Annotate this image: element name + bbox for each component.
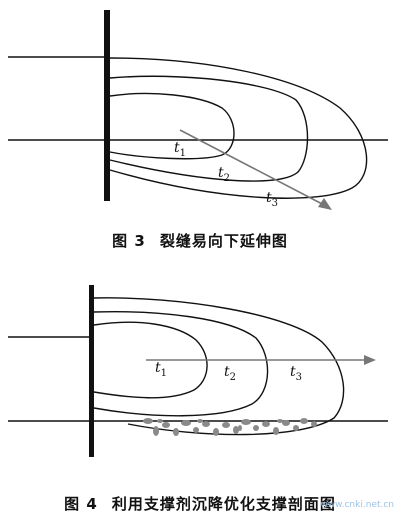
figure-4-caption: 图 4 利用支撑剂沉降优化支撑剖面图	[0, 493, 400, 514]
proppant-grain	[262, 421, 270, 427]
watermark-text: www.cnki.net.cn	[320, 500, 394, 510]
proppant-grain	[197, 419, 203, 423]
proppant-grain	[253, 425, 259, 431]
proppant-grain	[143, 418, 153, 424]
proppant-grain	[193, 427, 199, 433]
fig4-label-t2: t2	[224, 364, 236, 383]
proppant-grain	[213, 428, 219, 436]
fig3-wellbore	[104, 10, 110, 201]
figure-4-diagram: t1 t2 t3	[8, 285, 388, 457]
proppant-grain	[233, 426, 239, 434]
proppant-grain	[282, 420, 290, 426]
figure-4-title: 利用支撑剂沉降优化支撑剖面图	[111, 495, 336, 513]
fig4-contour-t2	[93, 311, 269, 417]
proppant-grain	[202, 421, 210, 427]
proppant-grain	[311, 421, 317, 427]
proppant-grain	[153, 426, 159, 436]
fig3-contour-t2	[109, 75, 309, 182]
fig4-arrowhead	[364, 355, 376, 365]
proppant-grain	[238, 425, 242, 431]
figure-4-number: 图 4	[64, 495, 98, 513]
fig3-label-t3: t3	[266, 190, 278, 209]
fig4-contour-t1	[93, 321, 208, 399]
fig3-contour-t1	[109, 92, 235, 160]
figure-3-title: 裂缝易向下延伸图	[159, 232, 288, 250]
fig4-label-t1: t1	[155, 360, 167, 379]
figure-3-number: 图 3	[112, 232, 146, 250]
fig4-contour-t3	[93, 297, 345, 436]
proppant-grain	[173, 428, 179, 436]
proppant-grain	[300, 418, 308, 424]
fig4-wellbore	[89, 285, 94, 457]
proppant-grain	[162, 422, 170, 428]
figure-3-diagram: t1 t2 t3	[8, 10, 388, 210]
proppant-grain	[293, 425, 299, 431]
proppant-grain	[241, 419, 251, 425]
proppant-grain	[157, 419, 163, 423]
fig4-label-t3: t3	[290, 364, 302, 383]
proppant-grain	[277, 419, 283, 423]
figure-3-caption: 图 3 裂缝易向下延伸图	[0, 230, 400, 251]
proppant-grain	[181, 420, 191, 426]
proppant-settled-bed	[143, 418, 317, 436]
fig3-contour-t3	[109, 57, 368, 199]
proppant-grain	[222, 422, 230, 428]
fig3-label-t2: t2	[218, 165, 230, 184]
fig3-growth-arrow	[179, 129, 327, 207]
proppant-grain	[273, 427, 279, 435]
fig3-arrowhead	[318, 198, 332, 210]
fig3-label-t1: t1	[174, 140, 186, 159]
